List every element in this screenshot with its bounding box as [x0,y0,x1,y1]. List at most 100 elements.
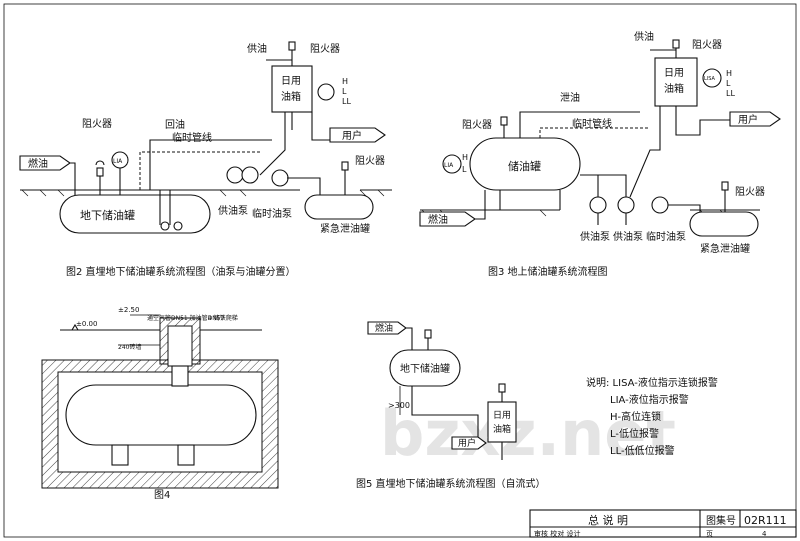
tank-support-left [111,444,129,466]
day-tank-5 [487,401,517,443]
flame-arrester-5a-icon [424,329,432,339]
fig2-return-label: 回油 [165,118,185,131]
lisa-gauge-icon [702,68,722,88]
fig3-level2-l: L [726,79,731,88]
fig4-elev-top: ±2.50 [118,306,139,314]
fuel-inlet-arrow-3 [419,211,476,227]
user-arrow-3 [729,111,781,127]
title-block-page: 4 [762,530,767,538]
flame-arrester-2c-icon [341,161,349,171]
fig3-flame-arrester-right: 阻火器 [735,186,765,198]
title-block: 总 说 明 图集号 02R111 审核 校对 设计 页 4 [529,509,797,538]
fig3-supply-pump-2: 供油泵 [613,230,643,243]
lia-gauge-3-icon [442,154,462,174]
figure-4-section: ±0.00 ±2.50 通空气管DN51 加油管DN57 4 铸铁爬梯 240砖… [41,306,279,489]
fig3-fuel-inlet-label: 燃油 [428,213,448,226]
underground-tank-5 [389,349,461,387]
fig3-level-l: L [462,165,467,174]
fig2-level-h: H [342,77,348,86]
fig3-lisa-label: LISA [704,76,716,82]
underground-tank-2 [59,194,211,234]
fig2-caption: 图2 直埋地下储油罐系统流程图（油泵与油罐分置） [66,265,296,278]
fig3-day-tank-1: 日用 [664,68,684,79]
fig3-caption: 图3 地上储油罐系统流程图 [488,265,608,278]
fig3-temp-pump-label: 临时油泵 [646,230,686,243]
figure-2-diagram: 地下储油罐 燃油 LIA 阻火器 回油 临时管线 供油泵 临时油泵 日用 油箱 [19,41,392,235]
fig3-lia-label: LIA [444,162,454,169]
fig2-tank-label: 地下储油罐 [80,208,135,222]
temp-pump-3-icon [651,196,669,214]
fig4-caption: 图4 [154,489,170,501]
flame-arrester-3a-icon [500,116,508,126]
fig2-flame-arrester-right: 阻火器 [355,155,385,167]
fig3-level2-ll: LL [726,89,735,98]
fig2-day-tank-2: 油箱 [281,90,301,103]
fig3-drain-label: 泄油 [560,91,580,104]
emergency-tank-2 [304,194,374,220]
supply-pump-2-icon [226,166,244,184]
fig4-elev-ground: ±0.00 [76,320,97,328]
fuel-inlet-arrow [19,155,71,171]
fig3-level2-h: H [726,69,732,78]
title-block-page-label: 页 [706,530,713,538]
fig5-user-label: 用户 [458,437,476,449]
fig2-day-tank-1: 日用 [281,76,301,87]
legend-notes: 说明: LISA-液位指示连锁报警 LIA-液位指示报警 H-高位连锁 L-低位… [586,376,718,457]
level-gauge-2-icon [317,83,335,101]
figure-3-diagram: 储油罐 LIA H L 阻火器 燃油 泄油 临时管线 供油泵 供油泵 临时油泵 … [419,30,781,255]
fig3-supply-label: 供油 [634,30,654,43]
fig2-temp-pipe-label: 临时管线 [172,131,212,144]
tank-section [65,384,257,446]
sheet-border [3,3,797,538]
fig2-fuel-inlet-label: 燃油 [28,157,48,170]
title-block-title: 总 说 明 [588,513,628,527]
supply-pump-3b-icon [617,196,635,214]
fig3-user-label: 用户 [738,113,758,126]
fig5-day-tank-1: 日用 [493,410,511,421]
temp-pump-2-icon [271,169,289,187]
note-line-3: H-高位连锁 [610,410,661,423]
fig3-tank-label: 储油罐 [508,159,541,173]
fig3-flame-arrester-top: 阻火器 [692,39,722,51]
fig3-emergency-tank-label: 紧急泄油罐 [700,242,750,255]
flame-arrester-3c-icon [721,181,729,191]
note-line-2: LIA-液位指示报警 [610,393,689,406]
fig2-level-ll: LL [342,97,351,106]
fig5-fuel-inlet-label: 燃油 [375,322,393,334]
tank-support-right [177,444,195,466]
day-tank-2 [271,65,313,113]
fig5-day-tank-2: 油箱 [493,423,511,435]
fig2-temp-pump-label: 临时油泵 [252,207,292,220]
title-block-row2: 审核 校对 设计 [534,529,580,538]
user-arrow-5 [451,436,487,450]
fig4-brick-label: 240砖墙 [118,343,141,351]
fig4-wall-label: 4 铸铁爬梯 [208,314,238,322]
fig2-level-l: L [342,87,347,96]
above-ground-tank [469,137,581,191]
fig4-vent-label: 通空气管DN51 加油管DN57 [147,314,225,322]
note-line-4: L-低位报警 [610,427,659,440]
fig5-height-label: >300 [388,401,410,410]
fig2-user-label: 用户 [342,129,362,142]
fig3-supply-pump-1: 供油泵 [580,230,610,243]
fig2-supply-label: 供油 [247,42,267,55]
note-line-5: LL-低低位报警 [610,444,675,457]
watermark: bzxz.net [380,397,676,470]
fig2-supply-pump-label: 供油泵 [218,204,248,217]
fuel-inlet-arrow-5 [367,321,407,335]
fig3-temp-pipe-label: 临时管线 [572,117,612,130]
supply-pump-3a-icon [589,196,607,214]
user-arrow-2 [329,127,386,143]
fig5-caption: 图5 直埋地下储油罐系统流程图（自流式） [356,477,546,490]
fig3-flame-arrester-left: 阻火器 [462,119,492,131]
fig2-flame-arrester-left: 阻火器 [82,118,112,130]
fig2-lia-label: LIA [113,158,123,165]
flame-arrester-5b-icon [498,383,506,393]
fig5-tank-label: 地下储油罐 [400,362,450,375]
title-block-atlas-number: 02R111 [744,514,787,527]
day-tank-3 [654,57,698,107]
flame-arrester-2b-icon [288,41,296,51]
emergency-tank-3 [689,211,759,237]
